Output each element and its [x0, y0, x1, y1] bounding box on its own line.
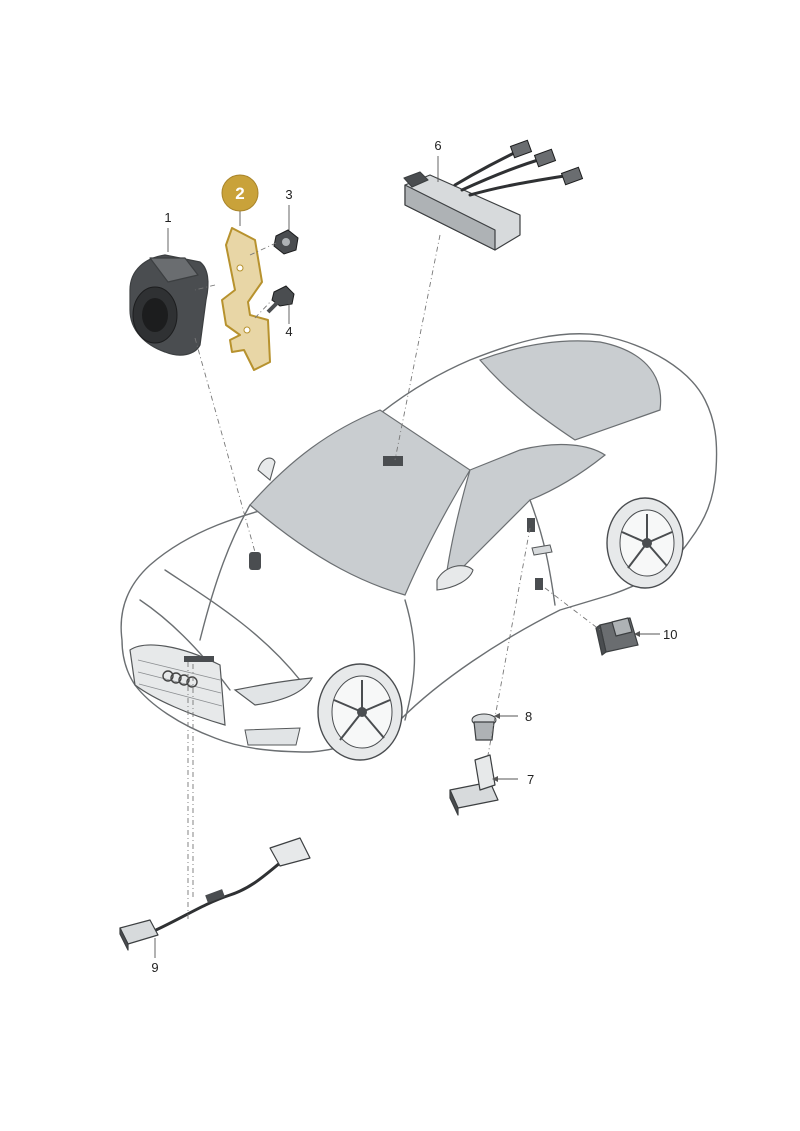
callout-number-8: 8	[525, 709, 532, 724]
callout-number-9: 9	[151, 960, 158, 975]
callout-number-3: 3	[285, 187, 292, 202]
front-wheel	[317, 663, 403, 761]
part-switch[interactable]	[595, 617, 639, 656]
part-alarm-horn[interactable]	[129, 254, 209, 356]
callout-number-6: 6	[434, 138, 441, 153]
part-bracket-highlighted[interactable]	[221, 227, 271, 371]
part-grommet[interactable]	[471, 713, 497, 741]
part-control-module[interactable]	[403, 139, 584, 251]
callout-number-4: 4	[285, 324, 292, 339]
part-sensor[interactable]	[449, 754, 499, 816]
rear-wheel	[606, 497, 684, 589]
leader-arrowheads	[492, 631, 640, 782]
callout-number-7: 7	[527, 772, 534, 787]
callout-number-2: 2	[235, 184, 244, 203]
leader-lines	[154, 156, 660, 958]
callout-number-10: 10	[663, 627, 677, 642]
callout-badge-2[interactable]: 2	[221, 174, 259, 212]
dashed-reference-lines	[187, 234, 601, 920]
part-nut[interactable]	[273, 229, 299, 255]
callout-number-1: 1	[164, 210, 171, 225]
brand-rings-logo	[162, 670, 198, 688]
car-body	[120, 333, 718, 761]
part-bolt[interactable]	[266, 285, 295, 314]
part-wiring-harness[interactable]	[119, 837, 311, 951]
